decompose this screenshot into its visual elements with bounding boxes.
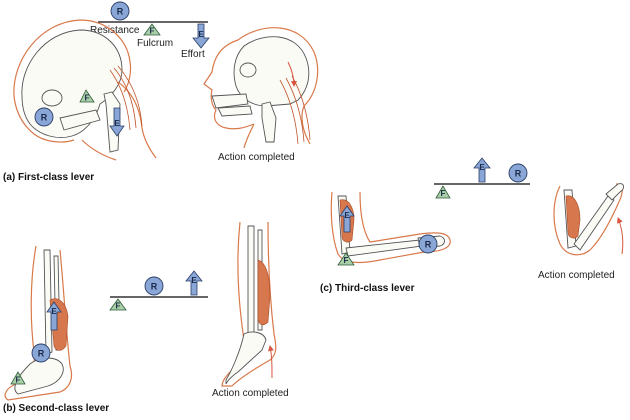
resistance-marker <box>110 1 130 21</box>
head-upright: Action completed <box>203 27 319 163</box>
arm-outline <box>330 191 451 264</box>
motion-arrow <box>268 345 274 379</box>
forearm-bones <box>345 239 423 257</box>
effort-arrow <box>192 23 210 49</box>
arm-outline <box>553 183 623 256</box>
fulcrum-label: Fulcrum <box>137 38 173 49</box>
head-back-outline <box>237 27 319 145</box>
leg-outline <box>221 221 277 387</box>
skull-bone <box>233 36 310 107</box>
resistance-label: Resistance <box>90 25 140 36</box>
effort-arrow <box>473 157 491 183</box>
first-class-lever-schematic: R F E Resistance Fulcrum Effort <box>90 1 210 60</box>
jaw-teeth <box>59 109 101 131</box>
fulcrum-marker <box>143 23 161 36</box>
arm-flexed: Action completed <box>538 183 625 281</box>
neck-muscle-line-1 <box>279 79 299 145</box>
first-class-section: R F E Resistance Fulcrum Effort R F <box>3 1 319 183</box>
resistance-marker-text: R <box>117 7 124 17</box>
second-class-lever-schematic: R F E <box>109 270 208 311</box>
foot-bones <box>14 357 64 395</box>
first-class-caption: (a) First-class lever <box>3 172 94 183</box>
effort-arrow <box>339 205 355 233</box>
fulcrum-marker-text: F <box>116 302 121 311</box>
foot-bones <box>225 331 267 385</box>
leg-tiptoe: Action completed <box>212 221 289 399</box>
throat-outline <box>243 123 255 149</box>
effort-arrow <box>46 301 62 331</box>
third-class-action-label: Action completed <box>538 270 615 281</box>
eye-socket <box>41 89 63 107</box>
fulcrum-marker <box>435 185 451 199</box>
resistance-marker <box>144 276 164 296</box>
resistance-marker-text: R <box>515 169 522 179</box>
third-class-caption: (c) Third-class lever <box>320 283 415 294</box>
effort-arrow <box>109 107 125 137</box>
fulcrum-marker <box>109 298 127 311</box>
effort-marker-text: E <box>198 30 204 39</box>
resistance-marker-text: R <box>151 282 158 292</box>
resistance-marker <box>418 234 438 254</box>
third-class-section: R F E E R F (c) Third-class lever <box>320 157 625 294</box>
motion-arrow <box>617 217 624 255</box>
fulcrum-marker-text: F <box>344 256 349 265</box>
skull-head-flexed: R F E <box>13 19 157 161</box>
resistance-marker <box>508 163 528 183</box>
head-outline <box>13 19 132 97</box>
face-outline <box>13 95 75 143</box>
fulcrum-marker <box>10 371 26 385</box>
fulcrum-marker-text: F <box>16 376 21 385</box>
resistance-marker-text: R <box>425 240 432 250</box>
second-class-section: R F E R F E Action c <box>3 221 289 414</box>
neck-muscle-line-3 <box>117 65 143 127</box>
second-class-action-label: Action completed <box>212 388 289 399</box>
arm-forearm-horizontal: E R F <box>330 191 451 266</box>
effort-marker-text: E <box>114 119 120 128</box>
neck-muscle-line-2 <box>285 77 305 143</box>
lower-teeth <box>217 105 253 117</box>
face-profile <box>203 39 255 130</box>
effort-arrow <box>185 270 203 296</box>
tibia-bone <box>247 225 255 335</box>
eye-socket <box>239 62 257 78</box>
cervical-spine <box>103 91 121 153</box>
calf-muscle <box>257 259 271 326</box>
motion-arrow <box>287 61 297 87</box>
leg-foot-flat: R F E <box>4 245 73 401</box>
fulcrum-marker-text: F <box>85 94 90 103</box>
cervical-spine <box>261 101 277 143</box>
hand-bones <box>605 183 625 201</box>
resistance-marker-text: R <box>41 113 48 123</box>
effort-marker-text: E <box>344 211 350 220</box>
neck-front-outline <box>81 139 117 161</box>
fulcrum-marker <box>79 89 95 103</box>
neck-back-outline <box>117 81 157 159</box>
effort-marker-text: E <box>51 307 57 316</box>
second-class-caption: (b) Second-class lever <box>3 403 109 414</box>
forearm-bones <box>573 195 615 251</box>
fulcrum-marker-text: F <box>441 189 446 198</box>
fulcrum-marker <box>337 252 355 266</box>
neck-muscle-line-1 <box>109 69 131 131</box>
effort-marker-text: E <box>191 276 197 285</box>
tibia-bone <box>43 249 53 355</box>
neck-muscle-line-2 <box>113 67 137 129</box>
effort-marker-text: E <box>479 163 485 172</box>
resistance-marker <box>34 107 54 127</box>
biceps-muscle <box>565 195 581 239</box>
resistance-marker <box>31 343 51 363</box>
fulcrum-marker-text: F <box>150 27 155 36</box>
upper-teeth <box>211 93 249 109</box>
first-class-action-label: Action completed <box>218 152 295 163</box>
leg-outline <box>4 245 73 401</box>
third-class-lever-schematic: R F E <box>434 157 530 199</box>
resistance-marker-text: R <box>38 349 45 359</box>
effort-label: Effort <box>181 49 205 60</box>
